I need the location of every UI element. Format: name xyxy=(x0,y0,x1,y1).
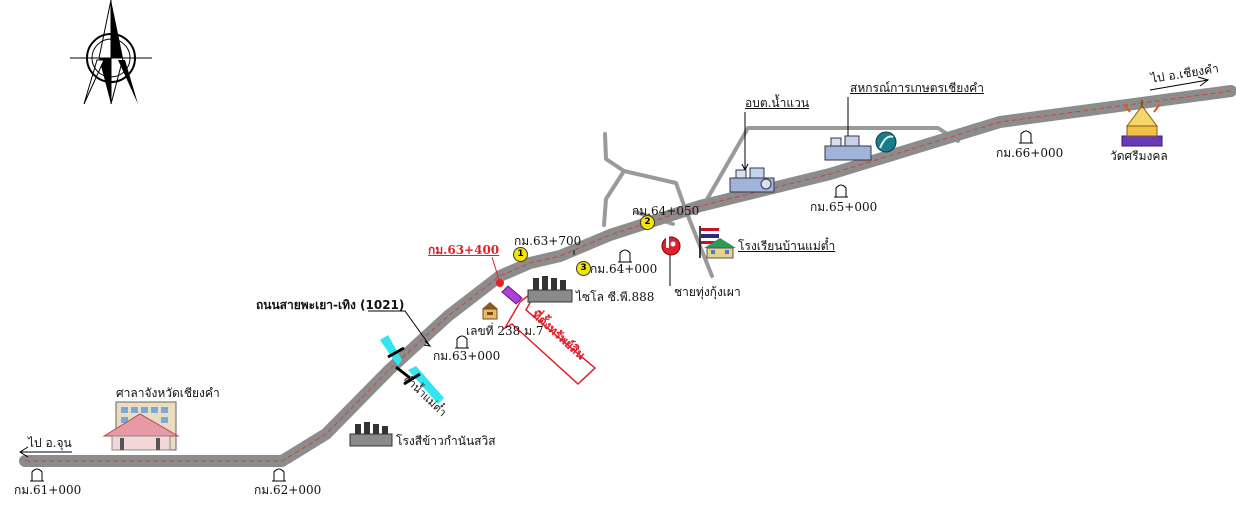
provincial-hall-icon xyxy=(102,401,180,451)
point-3-marker: 3 xyxy=(576,261,591,276)
house-icon xyxy=(482,302,498,320)
house-number-label: เลขที่ 238 ม.7 xyxy=(466,324,544,338)
rice-mill-icon xyxy=(349,422,393,447)
km-65-label: กม.65+000 xyxy=(810,200,878,214)
direction-west-label: ไป อ.จุน xyxy=(28,436,72,450)
km-marker-icons xyxy=(30,130,1033,482)
east-arrow-icon xyxy=(1149,76,1210,91)
compass-icon xyxy=(70,0,152,105)
west-arrow-icon xyxy=(19,446,72,458)
accident-km-label: กม.63+400 xyxy=(428,243,500,257)
point-2-marker: 2 xyxy=(640,215,655,230)
leader-lines xyxy=(368,97,852,347)
accident-point xyxy=(496,279,504,287)
km-62-label: กม.62+000 xyxy=(254,483,322,497)
shop-label: ชายทุ่งกุ้งเผา xyxy=(674,285,741,299)
shop-icon xyxy=(661,236,681,256)
road-centerline xyxy=(25,90,1232,462)
km-63-700-label: กม.63+700 xyxy=(514,234,582,248)
km-66-label: กม.66+000 xyxy=(996,146,1064,160)
school-label: โรงเรียนบ้านแม่ต๋ำ xyxy=(738,239,836,253)
silo-label: ไซโล ซี.พี.888 xyxy=(576,290,655,304)
school-icon xyxy=(699,226,736,259)
km-64-050-label: กม.64+050 xyxy=(632,204,700,218)
sao-office-icon xyxy=(729,167,775,193)
cooperative-icon xyxy=(824,131,897,161)
point-1-marker: 1 xyxy=(513,247,528,262)
provincial-hall-label: ศาลาจังหวัดเชียงคำ xyxy=(116,386,220,400)
bridge-icon xyxy=(387,346,421,386)
km-64-label: กม.64+000 xyxy=(590,262,658,276)
km-61-label: กม.61+000 xyxy=(14,483,82,497)
temple-label: วัดศรีมงคล xyxy=(1110,149,1168,163)
silo-icon xyxy=(527,276,573,303)
temple-icon xyxy=(1121,100,1163,147)
road-name-label: ถนนสายพะเยา-เทิง (1021) xyxy=(256,298,405,312)
cooperative-label: สหกรณ์การเกษตรเชียงคำ xyxy=(850,81,984,95)
rice-mill-label: โรงสีข้าวกำนันสวิส xyxy=(396,434,496,448)
km-63-label: กม.63+000 xyxy=(433,349,501,363)
truck-icon xyxy=(501,285,523,305)
sao-label: อบต.น้ำแวน xyxy=(745,96,810,110)
